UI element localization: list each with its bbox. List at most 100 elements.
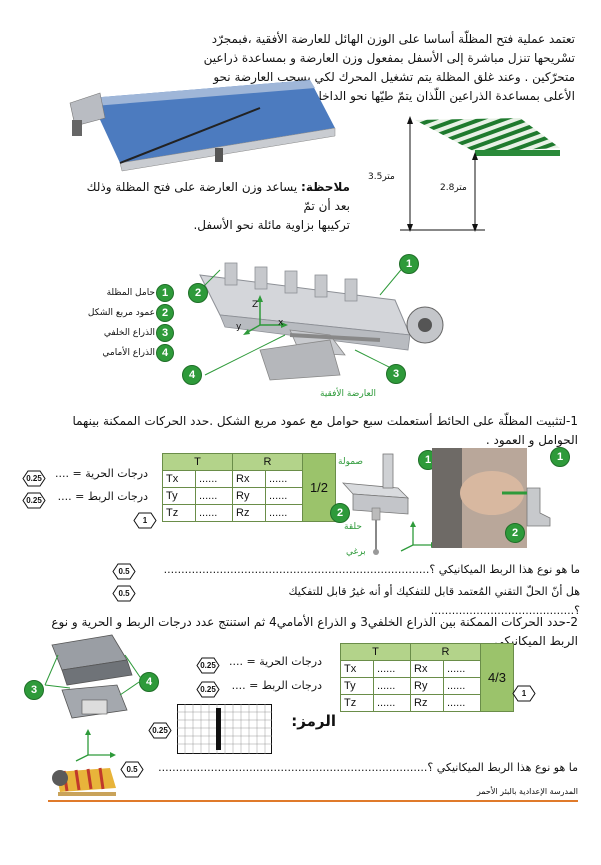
callout-lines-arm bbox=[44, 654, 143, 696]
q1-ask-removable: هل أنّ الحلّ التقني المُعتمد قابل للتفكي… bbox=[288, 585, 580, 617]
legend-label-1: حامل المظلة bbox=[106, 288, 155, 298]
callout-3-main: 3 bbox=[386, 364, 406, 384]
q2-score-freedom: 0.25 bbox=[196, 657, 220, 674]
q1-header-t: T bbox=[162, 453, 233, 471]
q2-score-symbol: 0.25 bbox=[148, 722, 172, 739]
q2-fraction: 4/3 bbox=[480, 643, 514, 712]
q2-answer-rx[interactable]: ...... bbox=[443, 660, 481, 678]
label-ring: حلقة bbox=[344, 522, 362, 532]
intro-line-3: متحرّكين . وعند غلق المظلة يتم تشغيل الم… bbox=[213, 70, 575, 84]
q2-score-table: 1 bbox=[512, 685, 536, 702]
callout-2-main: 2 bbox=[188, 283, 208, 303]
callout-4-main: 4 bbox=[182, 365, 202, 385]
q1-answer-ty[interactable]: ...... bbox=[195, 487, 233, 505]
q1-score-freedom: 0.25 bbox=[22, 470, 46, 487]
q2-answer-tx[interactable]: ...... bbox=[373, 660, 411, 678]
legend-num-4: 4 bbox=[156, 344, 174, 362]
q2-score-type: 0.5 bbox=[120, 761, 144, 778]
intro-paragraph: تعتمد عملية فتح المظلّة أساسا على الوزن … bbox=[200, 30, 575, 106]
q2-score-link: 0.25 bbox=[196, 681, 220, 698]
legend-label-3: الذراع الخلفي bbox=[103, 328, 155, 338]
symbol-label: الرمز: bbox=[291, 712, 336, 730]
q2-ask-type: ما هو نوع هذا الربط الميكانيكي ؟........… bbox=[158, 761, 578, 774]
callout-2-hand: 2 bbox=[505, 523, 525, 543]
q2-cell: Tx bbox=[340, 660, 374, 678]
q1-link: درجات الربط = .... bbox=[57, 490, 148, 503]
axis-z-label: Z bbox=[252, 300, 259, 310]
label-screw: صمولة bbox=[338, 457, 364, 467]
q2-cell: Ty bbox=[340, 677, 374, 695]
q2-answer-ty[interactable]: ...... bbox=[373, 677, 411, 695]
q1-freedom: درجات الحرية = .... bbox=[55, 467, 148, 480]
q1-ask-type: ما هو نوع هذا الربط الميكانيكي ؟........… bbox=[163, 563, 580, 576]
q1-answer-rx[interactable]: ...... bbox=[265, 470, 303, 488]
label-bolt: برغي bbox=[346, 547, 366, 557]
q1-dof-table: T R 1/2 Tx ...... Rx ...... Ty ...... Ry… bbox=[162, 453, 336, 522]
hand-bracket-photo bbox=[432, 448, 551, 548]
note-line-1: يساعد وزن العارضة على فتح المظلة وذلك بع… bbox=[86, 180, 350, 213]
mechanism-figure bbox=[199, 262, 444, 381]
axes-main bbox=[243, 295, 288, 335]
legend-label-2: عمود مربع الشكل bbox=[87, 308, 155, 318]
q1-score-link: 0.25 bbox=[22, 492, 46, 509]
callout-lines-main bbox=[199, 264, 406, 376]
footer-divider bbox=[48, 800, 578, 802]
q2-header-r: R bbox=[410, 643, 481, 661]
beam-caption: العارضة الأفقية bbox=[320, 389, 377, 399]
axis-x-label: x bbox=[278, 318, 284, 328]
legend-num-1: 1 bbox=[156, 284, 174, 302]
dimension-3-5: 3.5متر bbox=[368, 172, 395, 182]
footer-awning-logo bbox=[52, 767, 116, 796]
q1-score-type: 0.5 bbox=[112, 563, 136, 580]
q1-line-2: الحوامل و العمود . bbox=[485, 433, 578, 447]
bolt-assembly-figure bbox=[342, 453, 410, 555]
q1-answer-tz[interactable]: ...... bbox=[195, 504, 233, 522]
legend-label-4: الذراع الأمامي bbox=[102, 348, 155, 358]
note-title: ملاحظة: bbox=[301, 180, 350, 194]
footer-school-name: المدرسة الإعدادية بالبئر الأحمر bbox=[476, 787, 578, 796]
q2-cell: Rz bbox=[410, 694, 444, 712]
q2-freedom: درجات الحرية = .... bbox=[229, 655, 322, 668]
dimension-2-8: 2.8متر bbox=[440, 183, 467, 193]
q2-line-1: 2-حدد الحركات الممكنة بين الذراع الخلفي3… bbox=[51, 615, 578, 629]
intro-line-1: تعتمد عملية فتح المظلّة أساسا على الوزن … bbox=[211, 32, 575, 46]
symbol-grid[interactable] bbox=[177, 704, 272, 754]
q2-cell: Rx bbox=[410, 660, 444, 678]
q2-answer-ry[interactable]: ...... bbox=[443, 677, 481, 695]
q2-cell: Tz bbox=[340, 694, 374, 712]
callout-3-arm: 3 bbox=[24, 680, 44, 700]
q1-answer-rz[interactable]: ...... bbox=[265, 504, 303, 522]
q1-answer-tx[interactable]: ...... bbox=[195, 470, 233, 488]
q1-score-removable: 0.5 bbox=[112, 585, 136, 602]
arm-joint-figure bbox=[51, 634, 133, 719]
q2-link: درجات الربط = .... bbox=[231, 679, 322, 692]
axis-y-label: y bbox=[236, 322, 242, 332]
q2-dof-table: T R 4/3 Tx ...... Rx ...... Ty ...... Ry… bbox=[340, 643, 514, 712]
q2-answer-rz[interactable]: ...... bbox=[443, 694, 481, 712]
q1-cell: Rz bbox=[232, 504, 266, 522]
callout-1-hand: 1 bbox=[550, 447, 570, 467]
q1-cell: Tx bbox=[162, 470, 196, 488]
q1-cell: Ry bbox=[232, 487, 266, 505]
awning-photo bbox=[69, 80, 336, 172]
callout-2-bolt: 2 bbox=[330, 503, 350, 523]
intro-line-4: الأعلى بمساعدة الذراعين اللّذان يتمّ طيّ… bbox=[309, 89, 575, 103]
intro-line-2: تسْريحها تنزل مباشرة إلى الأسفل بمفعول و… bbox=[203, 51, 575, 65]
note-paragraph: ملاحظة: يساعد وزن العارضة على فتح المظلة… bbox=[70, 178, 350, 235]
q1-score-table: 1 bbox=[133, 512, 157, 529]
q1-line-1: 1-لتثبيت المظلّة على الحائط أستعملت سبع … bbox=[72, 414, 578, 428]
q1-header-r: R bbox=[232, 453, 303, 471]
axes-q2 bbox=[75, 729, 116, 762]
q2-cell: Ry bbox=[410, 677, 444, 695]
legend-num-3: 3 bbox=[156, 324, 174, 342]
legend-num-2: 2 bbox=[156, 304, 174, 322]
q2-header-t: T bbox=[340, 643, 411, 661]
q1-statement: 1-لتثبيت المظلّة على الحائط أستعملت سبع … bbox=[30, 412, 578, 450]
q1-answer-ry[interactable]: ...... bbox=[265, 487, 303, 505]
q1-cell: Ty bbox=[162, 487, 196, 505]
note-line-2: تركيبها بزاوية مائلة نحو الأسفل. bbox=[193, 218, 350, 232]
awning-dimension-figure bbox=[400, 116, 560, 232]
q1-cell: Tz bbox=[162, 504, 196, 522]
q2-answer-tz[interactable]: ...... bbox=[373, 694, 411, 712]
callout-1-main: 1 bbox=[399, 254, 419, 274]
